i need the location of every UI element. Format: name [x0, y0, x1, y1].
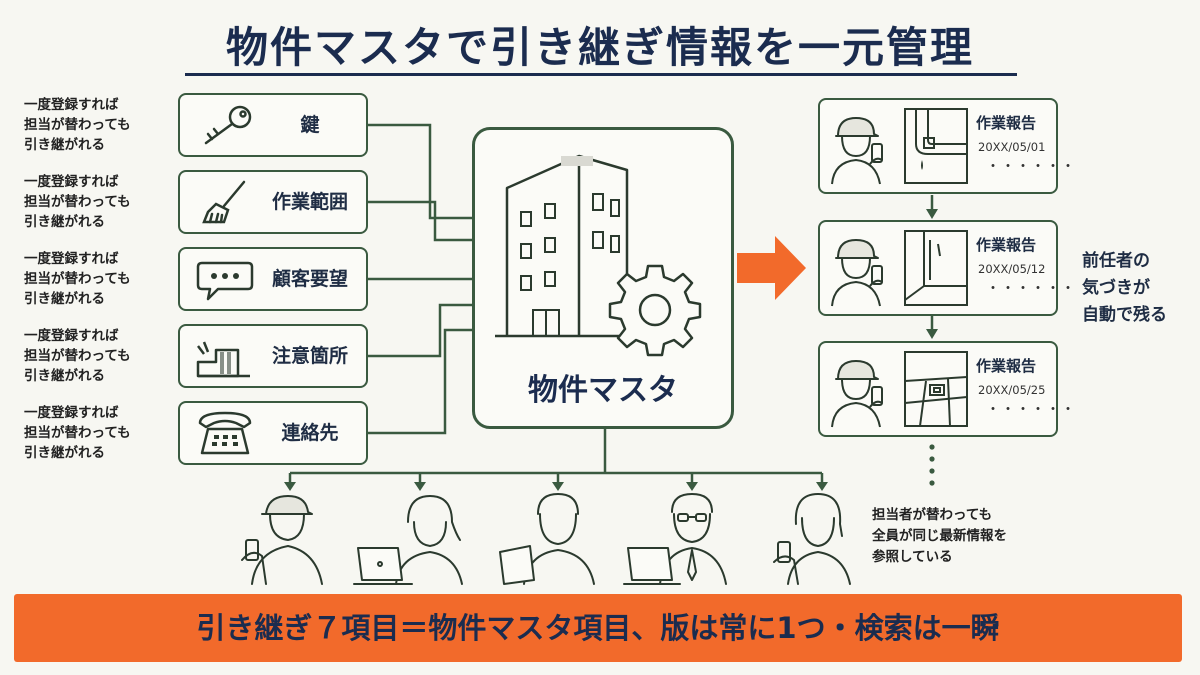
key-icon	[204, 105, 252, 145]
report-box-1: 作業報告 20XX/05/01 ・・・・・・	[818, 98, 1075, 194]
item-box-request: 顧客要望	[178, 247, 368, 311]
connector-key	[368, 123, 472, 220]
report-date: 20XX/05/25	[978, 383, 1046, 397]
report-box-3: 作業報告 20XX/05/25 ・・・・・・	[818, 341, 1075, 437]
report-title: 作業報告	[976, 357, 1037, 375]
item-label: 注意箇所	[271, 345, 348, 367]
gear-icon	[608, 264, 702, 357]
banner-text: 引き継ぎ７項目＝物件マスタ項目、版は常に1つ・検索は一瞬	[196, 611, 1000, 645]
telephone-icon	[198, 411, 252, 455]
summary-banner: 引き継ぎ７項目＝物件マスタ項目、版は常に1つ・検索は一瞬	[14, 594, 1182, 662]
item-label: 作業範囲	[271, 191, 348, 213]
side-note-2: 一度登録すれば担当が替わっても引き継がれる	[24, 174, 131, 230]
report-dots: ・・・・・・	[986, 159, 1076, 175]
worker-phone-icon	[831, 117, 883, 185]
master-label: 物件マスタ	[528, 373, 678, 408]
connector-contact	[368, 328, 472, 435]
side-note-4: 一度登録すれば担当が替わっても引き継がれる	[24, 328, 131, 384]
report-date: 20XX/05/12	[978, 262, 1046, 276]
bottom-note: 担当者が替わっても全員が同じ最新情報を参照している	[872, 507, 1007, 565]
report-date: 20XX/05/01	[978, 140, 1046, 154]
worker-phone-icon	[831, 360, 883, 428]
master-box	[472, 127, 734, 429]
side-note-1: 一度登録すれば担当が替わっても引き継がれる	[24, 97, 131, 153]
side-note-3: 一度登録すれば担当が替わっても引き継がれる	[24, 251, 131, 307]
item-box-contact: 連絡先	[178, 401, 368, 465]
side-note-5: 一度登録すれば担当が替わっても引き継がれる	[24, 405, 131, 461]
item-label: 連絡先	[281, 422, 339, 444]
floor-drain-photo-icon	[904, 351, 968, 427]
team-member-laptop-woman	[353, 495, 463, 585]
team-member-phone-woman	[773, 493, 851, 585]
team-member-tablet-man	[499, 493, 595, 585]
room-corner-photo-icon	[904, 230, 968, 306]
team-member-worker	[241, 495, 323, 585]
report-title: 作業報告	[976, 114, 1037, 132]
worker-phone-icon	[831, 239, 883, 307]
pipe-leak-photo-icon	[904, 108, 968, 184]
team-member-glasses-man	[623, 493, 727, 585]
item-label: 顧客要望	[271, 268, 348, 290]
item-label: 鍵	[300, 114, 320, 136]
report-dots: ・・・・・・	[986, 281, 1076, 297]
right-note: 前任者の気づきが自動で残る	[1082, 251, 1167, 325]
connector-caution	[368, 303, 472, 358]
item-box-key: 鍵	[178, 93, 368, 157]
report-dots: ・・・・・・	[986, 402, 1076, 418]
item-box-scope: 作業範囲	[178, 170, 368, 234]
flow-arrow	[737, 236, 806, 300]
building-gear-icon	[495, 154, 702, 357]
caution-step-icon	[196, 341, 250, 378]
connector-scope	[368, 200, 472, 242]
page-title: 物件マスタで引き継ぎ情報を一元管理	[225, 23, 974, 72]
speech-bubble-icon	[196, 261, 254, 301]
mop-icon	[202, 180, 246, 224]
item-box-caution: 注意箇所	[178, 324, 368, 388]
title-underline	[185, 73, 1017, 76]
report-box-2: 作業報告 20XX/05/12 ・・・・・・	[818, 220, 1075, 316]
report-title: 作業報告	[976, 236, 1037, 254]
